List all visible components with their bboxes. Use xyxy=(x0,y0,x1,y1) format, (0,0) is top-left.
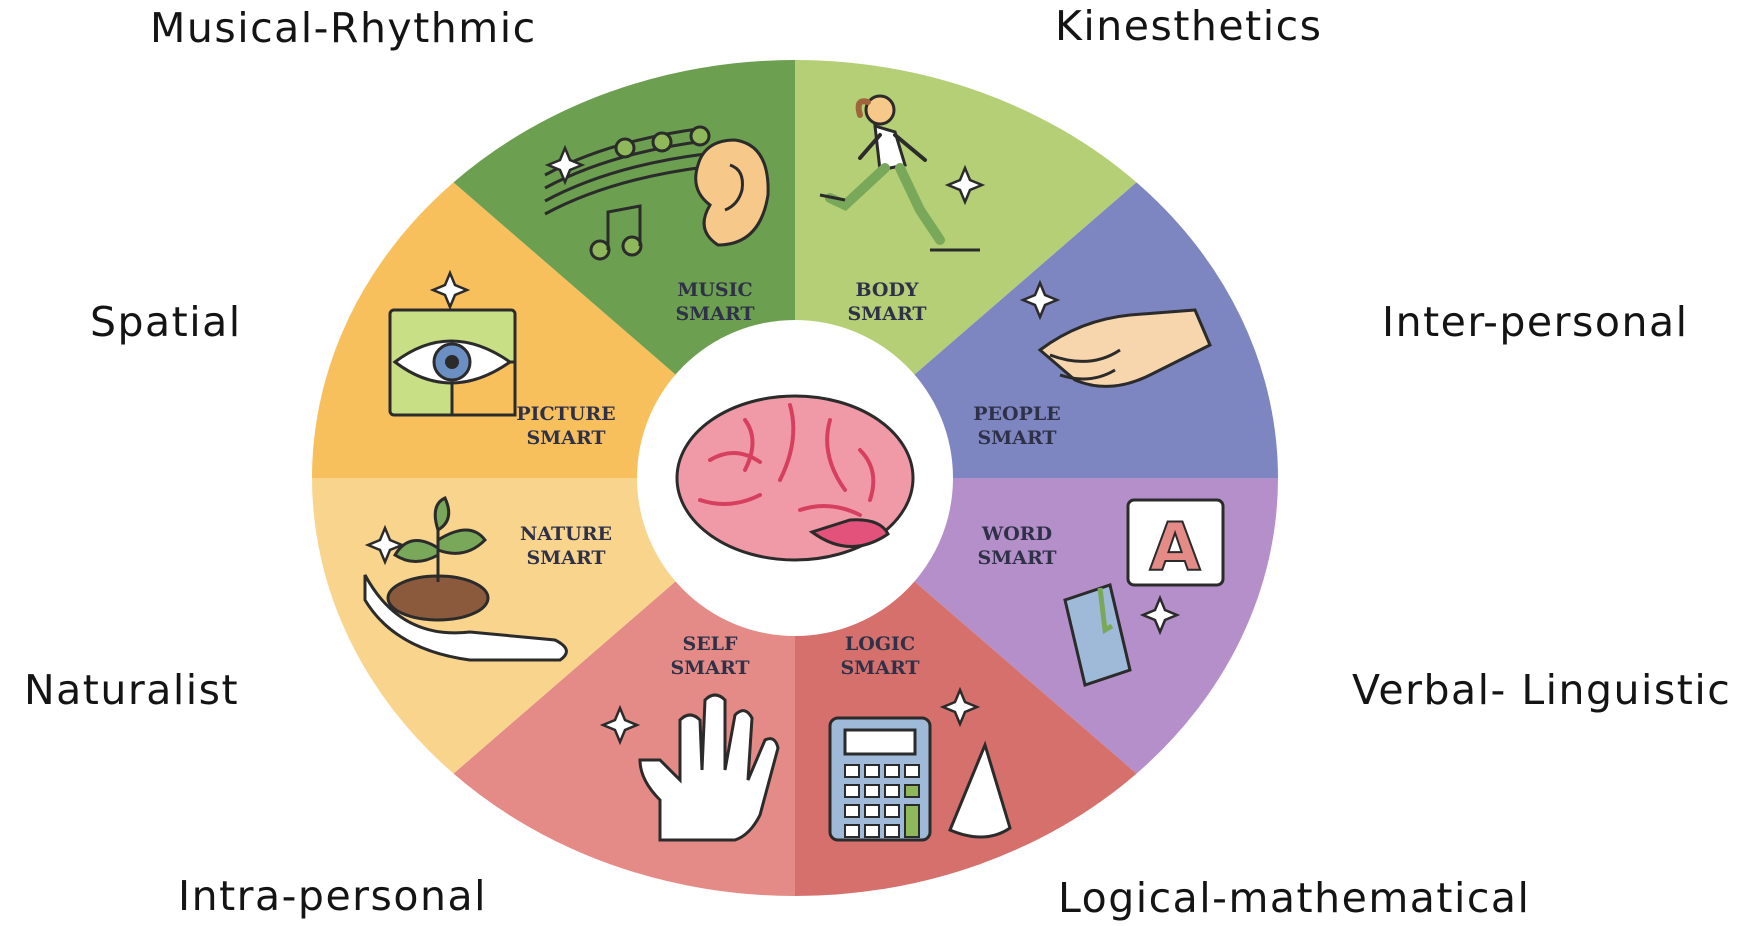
outer-label-naturalist: Naturalist xyxy=(24,666,240,714)
segment-labels: MUSIC SMART BODY SMART PEOPLE SMART WORD… xyxy=(516,279,1060,679)
outer-label-musical-rhythmic: Musical-Rhythmic xyxy=(150,4,537,52)
seg-label-self-2: SMART xyxy=(670,657,749,679)
outer-label-spatial: Spatial xyxy=(90,298,242,346)
letter-a-book-icon: A xyxy=(1063,498,1225,687)
seg-label-word-1: WORD xyxy=(981,523,1052,545)
seg-label-logic-1: LOGIC xyxy=(845,633,915,655)
seg-label-music-1: MUSIC xyxy=(677,279,752,301)
seg-label-nature-2: SMART xyxy=(526,547,605,569)
handshake-icon xyxy=(1019,279,1212,388)
outer-label-verbal-linguistic: Verbal- Linguistic xyxy=(1352,666,1732,714)
raised-hand-icon xyxy=(599,693,780,842)
outer-label-inter-personal: Inter-personal xyxy=(1382,298,1689,346)
seg-label-music-2: SMART xyxy=(675,303,754,325)
puzzle-eye-icon xyxy=(388,269,517,417)
seg-label-picture-2: SMART xyxy=(526,427,605,449)
outer-label-intra-personal: Intra-personal xyxy=(178,872,487,920)
seg-label-body-1: BODY xyxy=(855,279,918,301)
seg-label-nature-1: NATURE xyxy=(520,523,612,545)
seg-label-logic-2: SMART xyxy=(840,657,919,679)
running-person-icon xyxy=(819,94,986,252)
seg-label-picture-1: PICTURE xyxy=(516,403,615,425)
seg-label-people-1: PEOPLE xyxy=(973,403,1060,425)
seg-label-body-2: SMART xyxy=(847,303,926,325)
svg-text:A: A xyxy=(1149,509,1200,586)
calculator-cone-icon xyxy=(828,686,1012,842)
seg-label-word-2: SMART xyxy=(977,547,1056,569)
hand-sprout-icon xyxy=(363,495,568,662)
seg-label-self-1: SELF xyxy=(682,633,738,655)
music-notes-ear-icon xyxy=(544,125,770,261)
outer-label-logical-mathematical: Logical-mathematical xyxy=(1058,874,1531,922)
brain-icon xyxy=(675,394,915,562)
outer-label-kinesthetics: Kinesthetics xyxy=(1055,2,1323,50)
seg-label-people-2: SMART xyxy=(977,427,1056,449)
